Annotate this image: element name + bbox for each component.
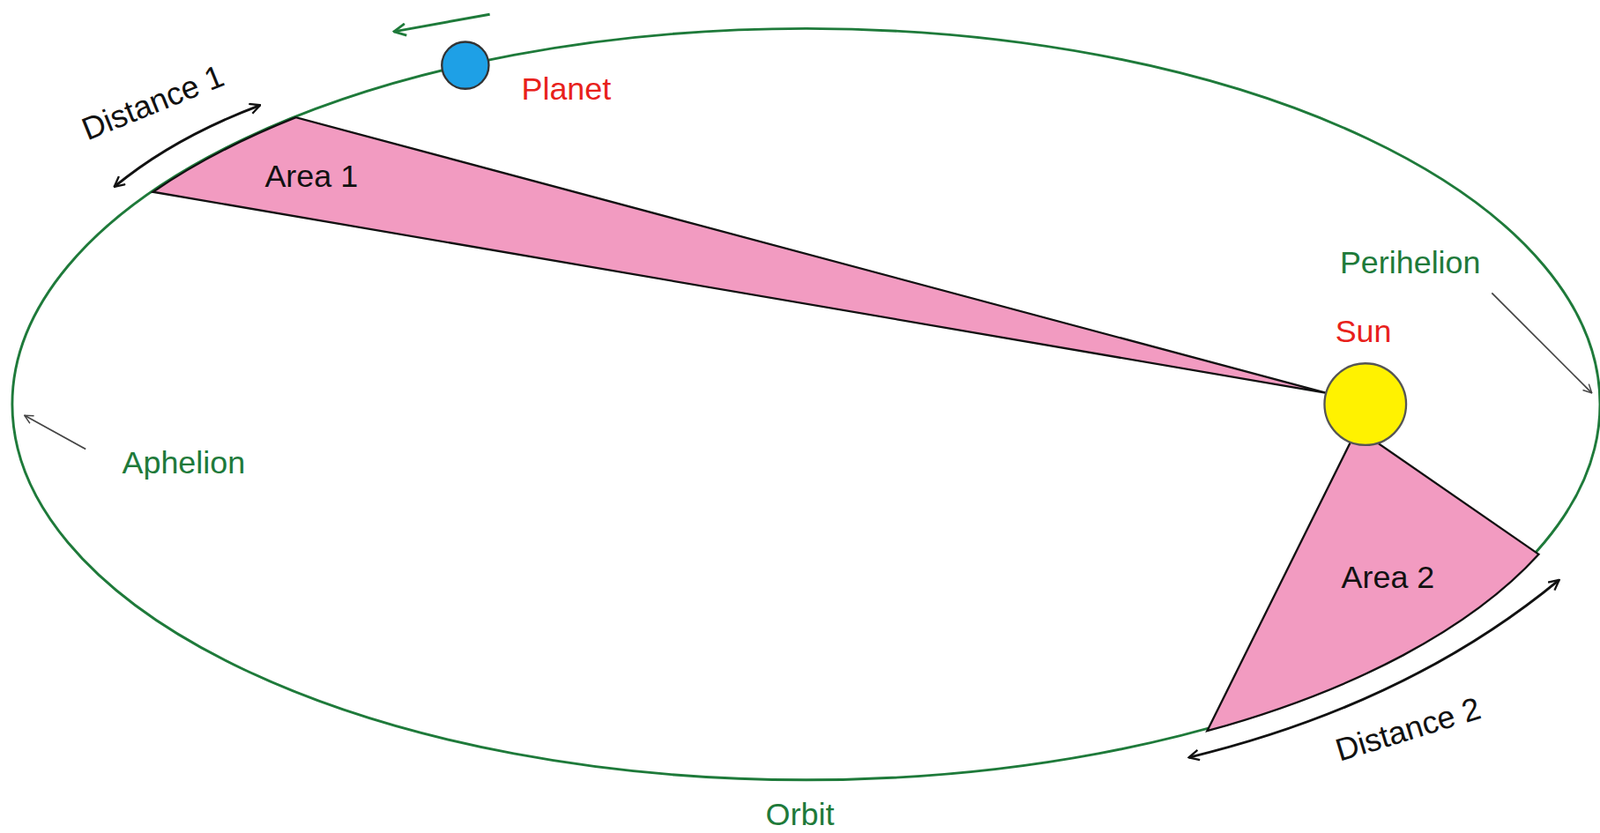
node-label: Planet — [520, 72, 611, 107]
leader-line — [1491, 292, 1592, 393]
orbit-ellipse — [12, 28, 1600, 780]
leader-line — [24, 415, 86, 449]
swept-area: Area 1 — [153, 117, 1327, 409]
direction-arrow — [394, 14, 491, 32]
node-label: Sun — [1335, 314, 1392, 350]
orbit-label: Orbit — [766, 796, 835, 832]
distance-label: Distance 1 — [77, 59, 230, 148]
node-label: Area 1 — [264, 159, 358, 194]
node-label: Area 2 — [1341, 560, 1436, 596]
swept-area — [153, 117, 1327, 394]
swept-area — [1206, 428, 1539, 731]
sun-body: Sun — [1306, 296, 1429, 460]
point-label: Perihelion — [1339, 245, 1481, 281]
planet-body: Planet — [439, 38, 623, 100]
point-label: Aphelion — [122, 446, 246, 481]
sun-body — [1324, 363, 1407, 446]
planet-body — [441, 41, 489, 89]
